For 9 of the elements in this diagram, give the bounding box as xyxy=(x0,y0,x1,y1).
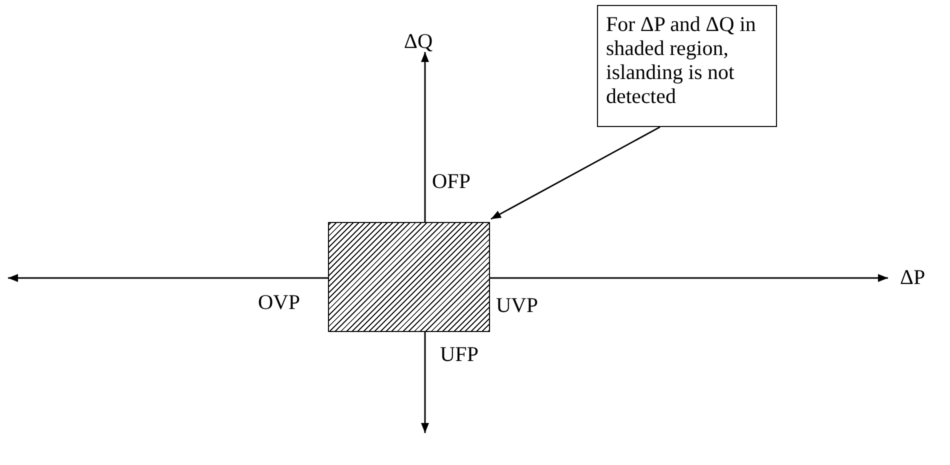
axis-label: ΔQ xyxy=(404,30,433,54)
region-label: OVP xyxy=(258,291,300,314)
callout-box: For ΔP and ΔQ in shaded region, islanding is not detected xyxy=(597,5,777,127)
shaded-region xyxy=(328,222,490,332)
region-label: OFP xyxy=(432,170,471,194)
region-label: UVP xyxy=(496,294,538,318)
region-label: UFP xyxy=(440,343,479,366)
axis-label: ΔP xyxy=(900,266,926,290)
arrow xyxy=(490,126,660,220)
